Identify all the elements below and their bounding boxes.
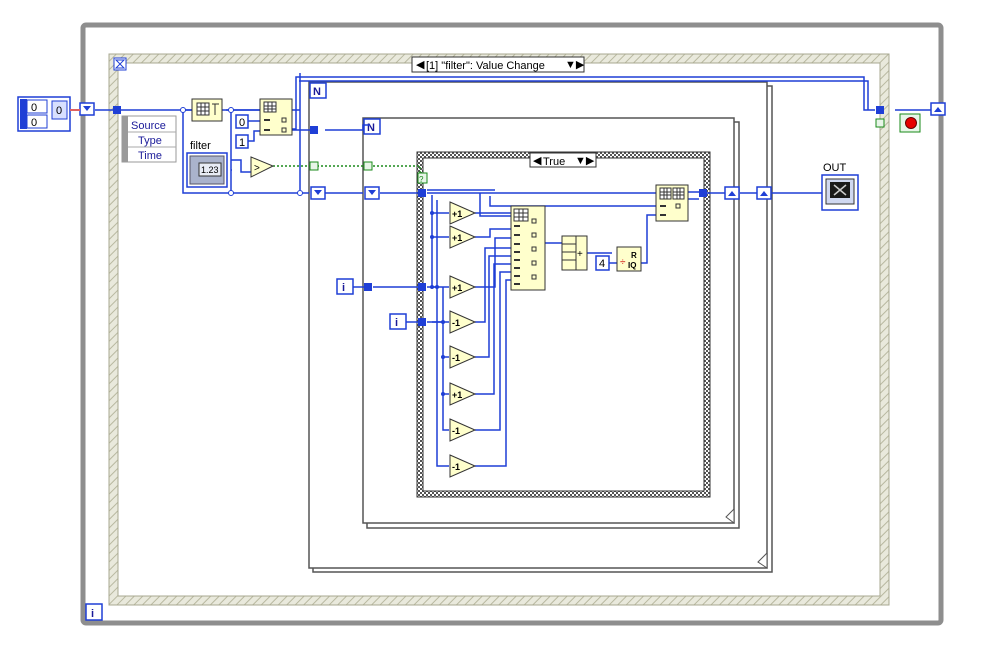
event-data-node: Source Type Time: [121, 115, 177, 163]
array-value-1: 0: [31, 117, 37, 129]
stop-terminal[interactable]: [899, 113, 921, 133]
decrement-node-1[interactable]: -1: [449, 310, 477, 334]
inner-count-terminal: [363, 118, 381, 135]
while-loop-frame[interactable]: [80, 22, 944, 626]
outer-loop-shift-register-right: [756, 186, 772, 200]
while-iteration-label: i: [91, 608, 94, 620]
svg-text:+1: +1: [452, 209, 462, 219]
svg-text:-1: -1: [452, 426, 460, 436]
increment-node-1[interactable]: +1: [449, 201, 477, 225]
svg-text:+: +: [577, 249, 583, 260]
inner-loop-shift-register-right: [724, 186, 740, 200]
svg-text:IQ: IQ: [628, 261, 636, 270]
filter-label: filter: [190, 140, 211, 152]
case-tunnel-i-outer: [418, 283, 426, 291]
input-array-control[interactable]: 0 0 0: [17, 96, 71, 132]
array-index: 0: [56, 105, 62, 117]
case-selector-label: True: [543, 156, 565, 168]
index-array-multi-function[interactable]: [510, 205, 546, 291]
array-size-function[interactable]: [191, 98, 223, 122]
outer-bool-tunnel: [309, 161, 319, 171]
svg-text:▼▶: ▼▶: [575, 155, 595, 167]
outer-iteration-terminal: i: [336, 278, 354, 295]
svg-text:R: R: [631, 251, 637, 260]
outer-count-terminal: [309, 82, 327, 99]
inner-bool-tunnel: [363, 161, 373, 171]
case-tunnel-in: [418, 189, 426, 197]
event-data-source: Source: [131, 120, 166, 132]
outer-loop-shift-register-left: [310, 186, 326, 200]
event-data-type: Type: [138, 135, 162, 147]
svg-text:?: ?: [419, 175, 424, 184]
svg-text:1: 1: [239, 137, 245, 149]
array-value-0: 0: [31, 102, 37, 114]
decrement-node-2[interactable]: -1: [449, 345, 477, 369]
greater-than-function[interactable]: >: [250, 156, 275, 178]
outer-loop-tunnel-count: [310, 126, 318, 134]
shift-register-right-outer: [930, 102, 946, 116]
svg-text:-1: -1: [452, 353, 460, 363]
inner-loop-tunnel-i: [364, 283, 372, 291]
svg-text:0: 0: [239, 117, 245, 129]
index-array-function[interactable]: [259, 98, 293, 136]
event-case-selector[interactable]: ◀ [1] "filter": Value Change ▼▶: [411, 56, 585, 73]
svg-text:+1: +1: [452, 390, 462, 400]
increment-node-4[interactable]: +1: [449, 382, 477, 406]
constant-zero[interactable]: 0: [235, 114, 249, 129]
svg-text:i: i: [342, 282, 345, 294]
inner-iteration-terminal: i: [389, 313, 407, 330]
svg-text:4: 4: [599, 258, 605, 270]
replace-array-subset-function[interactable]: [655, 184, 689, 222]
svg-text:◀: ◀: [533, 155, 542, 167]
constant-four[interactable]: 4: [595, 255, 610, 271]
case-selector-terminal: ?: [417, 172, 428, 184]
svg-text:N: N: [367, 122, 375, 134]
svg-text:i: i: [395, 317, 398, 329]
svg-text:N: N: [313, 86, 321, 98]
event-bool-tunnel: [875, 118, 885, 128]
case-tunnel-i-inner: [418, 318, 426, 326]
svg-text:-1: -1: [452, 462, 460, 472]
out-label: OUT: [823, 162, 847, 174]
event-case-label: [1] "filter": Value Change: [426, 60, 545, 72]
constant-one[interactable]: 1: [235, 134, 249, 149]
svg-text:+1: +1: [452, 283, 462, 293]
case-selector[interactable]: ◀ True ▼▶: [529, 152, 597, 168]
svg-text:-1: -1: [452, 318, 460, 328]
decrement-node-4[interactable]: -1: [449, 454, 477, 478]
while-iteration-terminal: [85, 603, 103, 621]
event-tunnel-right: [876, 106, 884, 114]
filter-control-value: 1.23: [201, 165, 219, 175]
out-indicator: [821, 174, 859, 211]
quotient-remainder-function[interactable]: ÷ R IQ: [616, 246, 642, 272]
shift-register-left-outer: [79, 102, 95, 116]
svg-text:◀: ◀: [416, 59, 425, 71]
svg-text:>: >: [254, 163, 260, 174]
event-data-time: Time: [138, 150, 162, 162]
case-tunnel-out: [699, 189, 707, 197]
svg-text:▼▶: ▼▶: [565, 59, 585, 71]
compound-add-function[interactable]: +: [561, 235, 588, 271]
event-tunnel-left: [113, 106, 121, 114]
inner-loop-shift-register-left: [364, 186, 380, 200]
decrement-node-3[interactable]: -1: [449, 418, 477, 442]
filter-control[interactable]: 1.23: [186, 152, 228, 188]
svg-text:÷: ÷: [620, 257, 626, 268]
increment-node-2[interactable]: +1: [449, 225, 477, 249]
svg-text:+1: +1: [452, 233, 462, 243]
increment-node-3[interactable]: +1: [449, 275, 477, 299]
